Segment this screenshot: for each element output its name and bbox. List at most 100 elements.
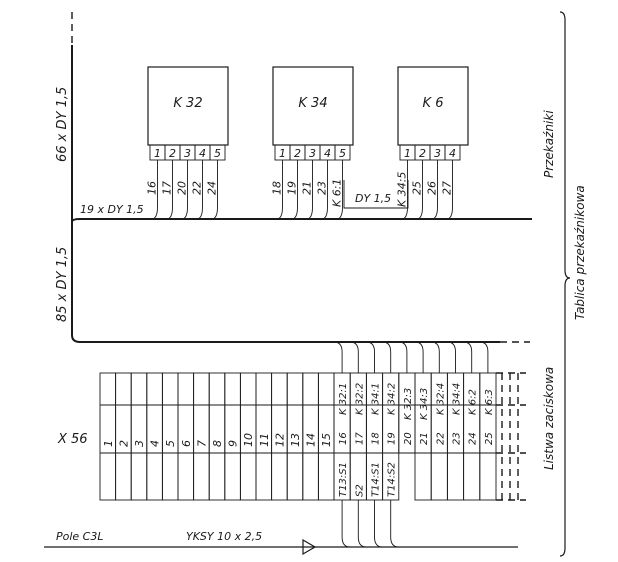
terminal-number: 13 [289, 433, 302, 447]
terminal-number: 10 [242, 433, 255, 447]
terminal-ct-label: S2 [354, 484, 365, 497]
drop-wire [374, 500, 383, 548]
terminal-cell [224, 372, 241, 501]
relay-wire-label: 26 [426, 181, 439, 195]
terminal-source: K 32:4 [435, 383, 446, 415]
terminal-source: K 34:1 [371, 383, 382, 415]
relay-wire [181, 160, 188, 220]
relay-wire-label: 17 [161, 181, 174, 195]
terminal-number: 7 [195, 440, 208, 447]
terminal-cell [177, 372, 195, 501]
drop-wire [357, 500, 367, 548]
jumper-wire [343, 180, 409, 209]
terminal-cell [193, 372, 210, 501]
cable-label-top: 66 x DY 1,5 [55, 87, 70, 162]
terminal-ct-label: T13:S1 [338, 462, 349, 497]
terminal-number: 25 [484, 432, 495, 445]
relay-wire-label: 20 [176, 181, 189, 195]
drop-wire [334, 341, 343, 373]
relay-name: K 34 [298, 96, 327, 111]
drop-wire [415, 341, 424, 373]
section-bracket [559, 11, 571, 557]
relay-wire [196, 160, 203, 220]
terminal-number: 11 [258, 433, 271, 447]
relay-pin-label: 1 [154, 147, 161, 160]
relay-pin-label: 1 [404, 147, 411, 160]
relay-pin-label: 3 [309, 147, 316, 160]
relay-pin-label: 5 [214, 147, 221, 160]
relay-wire [291, 160, 298, 220]
terminal-number: 4 [149, 440, 162, 447]
terminal-number: 1 [102, 440, 115, 447]
relay-wire [446, 160, 453, 220]
relay-wire-label: 24 [206, 181, 219, 195]
relay-wire [431, 160, 438, 220]
terminal-source: K 34:2 [387, 383, 398, 415]
relay-wire [276, 160, 283, 220]
drop-wire [350, 341, 359, 373]
drop-wire [431, 341, 440, 373]
section-label-strip: Listwa zaciskowa [542, 367, 556, 470]
terminal-source: K 34:3 [419, 388, 430, 420]
strip-id-label: X 56 [57, 432, 88, 447]
main-cable-bus [71, 12, 532, 343]
terminal-cell [130, 372, 148, 501]
relay-wire-label: 25 [411, 181, 424, 195]
drop-wire [447, 341, 456, 373]
drop-wire [341, 500, 351, 548]
relay-wire [306, 160, 313, 220]
terminal-number: 22 [435, 432, 446, 445]
terminal-number: 2 [117, 440, 130, 447]
terminal-number: 9 [227, 440, 240, 447]
section-label-relays: Przekaźniki [542, 110, 556, 178]
relay-wire-label: 19 [286, 181, 299, 195]
terminal-number: 3 [133, 440, 146, 447]
drop-wire [382, 341, 392, 373]
relay-wire-label: 16 [146, 181, 159, 195]
relay-wire-label: 23 [316, 181, 329, 195]
terminal-number: 5 [164, 440, 177, 447]
relay-name: K 6 [423, 96, 444, 111]
terminal-cell [146, 372, 163, 501]
terminal-number: 14 [305, 433, 318, 447]
bottom-cable [44, 538, 518, 556]
relay-pin-label: 2 [169, 147, 176, 160]
terminal-number: 17 [354, 432, 365, 445]
terminal-number: 18 [371, 432, 382, 445]
relay-pin-label: 3 [434, 147, 441, 160]
relay-name: K 32 [173, 96, 202, 111]
relay-wire-label: K 34:5 [396, 172, 409, 207]
cable-label-mid: 85 x DY 1,5 [55, 247, 70, 322]
bottom-cable-label: YKSY 10 x 2,5 [186, 530, 262, 543]
cable-label-branch: 19 x DY 1,5 [80, 203, 144, 216]
terminal-source: K 34:4 [452, 383, 463, 415]
relay-pin-label: 3 [184, 147, 191, 160]
terminal-cell [99, 372, 117, 501]
relay-wire [211, 160, 218, 220]
relay-pin-label: 1 [279, 147, 286, 160]
terminal-cell [479, 372, 497, 501]
terminal-ct-label: T14:S1 [371, 462, 382, 497]
relay-wire [401, 160, 408, 220]
relay-wire-label: 21 [301, 181, 314, 195]
relay-wire-label: 18 [271, 181, 284, 195]
drop-wire [390, 500, 399, 548]
relay-wire [321, 160, 328, 220]
relay-wire-label: 22 [191, 181, 204, 195]
terminal-cell [161, 372, 179, 501]
terminal-number: 6 [180, 440, 193, 447]
relay-wire [416, 160, 423, 220]
field-label: Pole C3L [56, 530, 104, 543]
relay-wire-label: K 6:1 [331, 179, 344, 207]
terminal-number: 12 [273, 433, 286, 447]
terminal-cell [115, 372, 132, 501]
terminal-source: K 6:2 [468, 389, 479, 415]
terminal-ct-label: T14:S2 [387, 462, 398, 497]
terminal-number: 24 [468, 432, 479, 445]
terminal-source: K 32:1 [338, 383, 349, 415]
drop-wire [479, 341, 489, 373]
